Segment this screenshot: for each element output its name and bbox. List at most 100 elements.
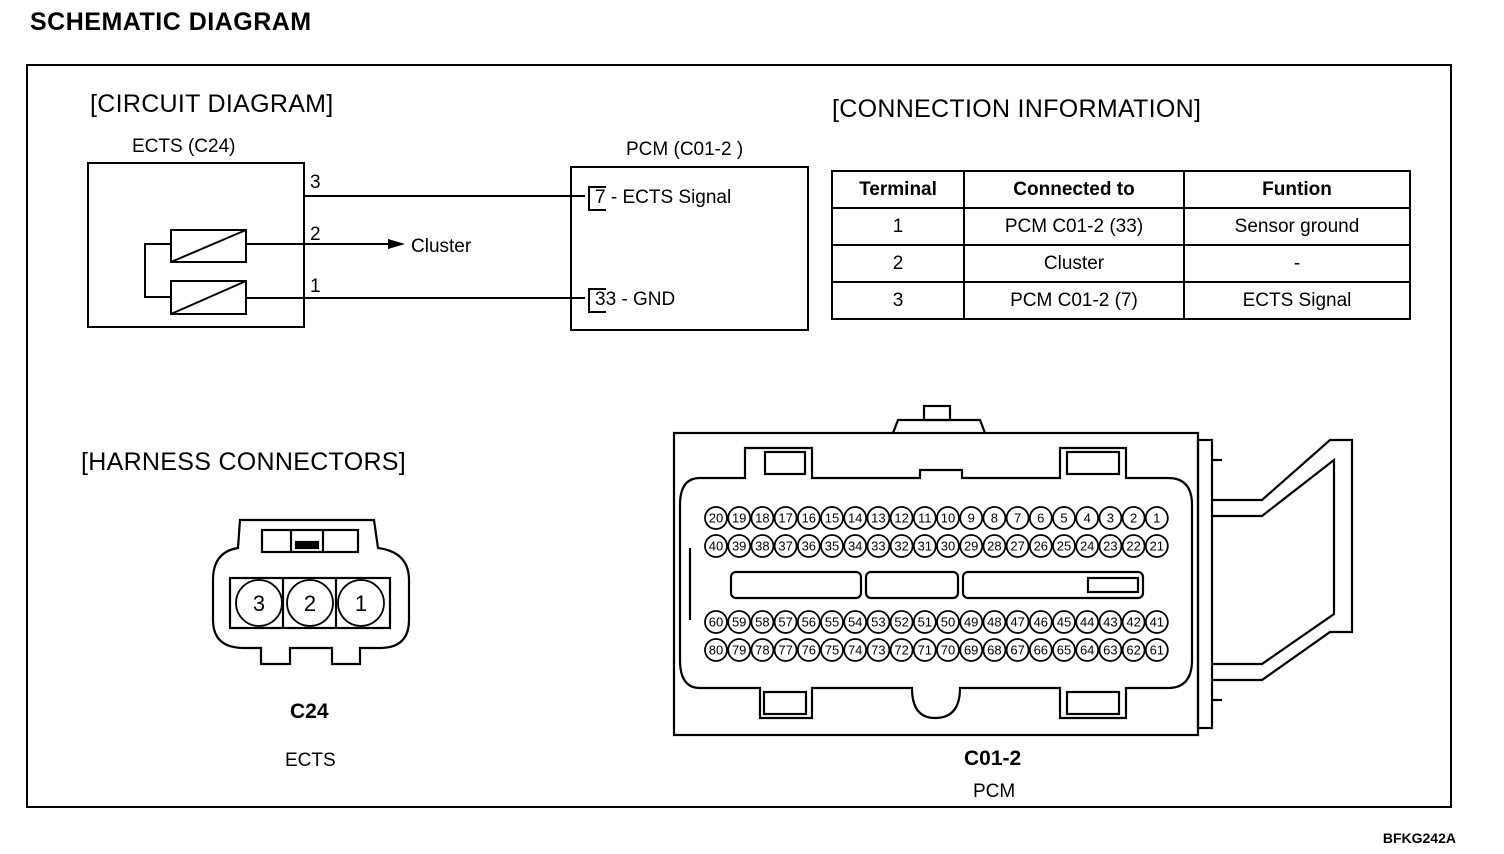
c01-2-pin-72-label: 72 [894, 643, 908, 658]
c01-2-pin-13-label: 13 [871, 511, 885, 526]
c01-2-pin-50-label: 50 [941, 615, 955, 630]
c01-2-pin-56-circle [796, 610, 821, 634]
c01-2-pin-7-label: 7 [1014, 511, 1021, 526]
c01-2-pin-48-label: 48 [987, 615, 1001, 630]
c01-2-pin-57-circle [773, 610, 798, 634]
c01-2-pin-76-label: 76 [802, 643, 816, 658]
c01-2-pin-6-circle [1028, 506, 1053, 530]
c24-pin-1-circle [337, 579, 385, 627]
c24-pin-3-circle [235, 579, 283, 627]
c24-pin-1-label: 1 [355, 591, 367, 616]
table-header-connected-to: Connected to [963, 170, 1185, 209]
c01-2-pin-29-label: 29 [964, 539, 978, 554]
c01-2-pin-40-label: 40 [709, 539, 723, 554]
c01-2-pin-64-circle [1075, 638, 1100, 662]
c01-2-pin-1-label: 1 [1153, 511, 1160, 526]
c01-2-pin-43-circle [1098, 610, 1123, 634]
c01-2-pin-42-circle [1121, 610, 1146, 634]
c01-2-pin-31-label: 31 [918, 539, 932, 554]
c01-2-pin-58-label: 58 [755, 615, 769, 630]
c01-2-pin-32-label: 32 [894, 539, 908, 554]
c01-2-pin-77-label: 77 [778, 643, 792, 658]
c01-2-pin-38-label: 38 [755, 539, 769, 554]
ects-pin-2-label: 2 [310, 224, 321, 245]
table-header-function: Funtion [1183, 170, 1411, 209]
c01-2-pin-66-circle [1028, 638, 1053, 662]
c01-2-pin-21-circle [1144, 534, 1169, 558]
c01-2-pin-61-label: 61 [1150, 643, 1164, 658]
c01-2-pin-64-label: 64 [1080, 643, 1094, 658]
c01-2-pin-16-label: 16 [802, 511, 816, 526]
c01-2-pin-6-label: 6 [1037, 511, 1044, 526]
c01-2-pin-49-circle [959, 610, 984, 634]
page-title: SCHEMATIC DIAGRAM [30, 8, 312, 36]
c01-2-pin-27-label: 27 [1010, 539, 1024, 554]
c01-2-pin-57-label: 57 [778, 615, 792, 630]
c01-2-pin-14-circle [843, 506, 868, 530]
table-cell: 2 [831, 244, 965, 283]
c01-2-pin-3-label: 3 [1107, 511, 1114, 526]
c01-2-pin-58-circle [750, 610, 775, 634]
c01-2-pin-25-circle [1052, 534, 1076, 558]
pcm-pin-33-label: 33 - GND [595, 289, 676, 310]
c01-2-pin-62-label: 62 [1126, 643, 1140, 658]
c24-connector-desc: ECTS [285, 750, 336, 771]
c01-2-pin-1-circle [1144, 506, 1169, 530]
c01-2-pin-24-circle [1075, 534, 1100, 558]
c01-2-pin-55-circle [820, 610, 844, 634]
c01-2-pin-18-label: 18 [755, 511, 769, 526]
c01-2-pin-72-circle [889, 638, 914, 662]
c01-2-pin-2-circle [1121, 506, 1146, 530]
table-row: 2 Cluster - [831, 244, 1411, 283]
c01-2-pin-32-circle [889, 534, 914, 558]
pcm-box [570, 166, 809, 331]
c01-2-pin-16-circle [796, 506, 821, 530]
c01-2-pin-13-circle [866, 506, 891, 530]
connection-table: Terminal Connected to Funtion 1 PCM C01-… [831, 170, 1411, 320]
c01-2-pin-35-label: 35 [825, 539, 839, 554]
c01-2-pin-29-circle [959, 534, 984, 558]
c01-2-pin-47-circle [1005, 610, 1030, 634]
c01-2-pin-63-label: 63 [1103, 643, 1117, 658]
c01-2-pin-17-circle [773, 506, 798, 530]
table-cell: - [1183, 244, 1411, 283]
cluster-arrow-icon [388, 239, 405, 249]
c01-2-pin-36-circle [796, 534, 821, 558]
c01-2-pin-70-label: 70 [941, 643, 955, 658]
c01-2-pin-68-circle [982, 638, 1007, 662]
c24-pin-2-circle [286, 579, 334, 627]
c01-2-pin-44-circle [1075, 610, 1100, 634]
c01-2-pin-53-label: 53 [871, 615, 885, 630]
c01-2-pin-75-label: 75 [825, 643, 839, 658]
c01-2-pin-34-label: 34 [848, 539, 862, 554]
c01-2-pin-70-circle [936, 638, 960, 662]
c01-2-pin-47-label: 47 [1010, 615, 1024, 630]
diagram-frame [26, 64, 1452, 808]
c01-2-pin-11-label: 11 [918, 511, 932, 526]
c01-2-pin-60-label: 60 [709, 615, 723, 630]
c01-2-pin-45-circle [1052, 610, 1076, 634]
c01-2-pin-23-circle [1098, 534, 1123, 558]
c01-2-pin-19-label: 19 [732, 511, 746, 526]
c01-2-pin-68-label: 68 [987, 643, 1001, 658]
c01-2-pin-59-circle [727, 610, 752, 634]
cluster-label: Cluster [411, 236, 472, 257]
c01-2-connector-name: C01-2 [964, 747, 1022, 770]
c01-2-pin-76-circle [796, 638, 821, 662]
c01-2-pin-67-circle [1005, 638, 1030, 662]
c01-2-pin-66-label: 66 [1034, 643, 1048, 658]
c01-2-pin-15-circle [820, 506, 844, 530]
c01-2-pin-20-label: 20 [709, 511, 723, 526]
c01-2-pin-4-circle [1075, 506, 1100, 530]
table-row: 1 PCM C01-2 (33) Sensor ground [831, 207, 1411, 246]
c01-2-pin-7-circle [1005, 506, 1030, 530]
c01-2-pin-28-circle [982, 534, 1007, 558]
c01-2-pin-56-label: 56 [802, 615, 816, 630]
c01-2-pin-65-label: 65 [1057, 643, 1071, 658]
table-cell: ECTS Signal [1183, 281, 1411, 320]
c01-2-pin-9-circle [959, 506, 984, 530]
c01-2-pin-31-circle [912, 534, 937, 558]
c24-connector-name: C24 [290, 700, 329, 723]
c01-2-pin-67-label: 67 [1010, 643, 1024, 658]
